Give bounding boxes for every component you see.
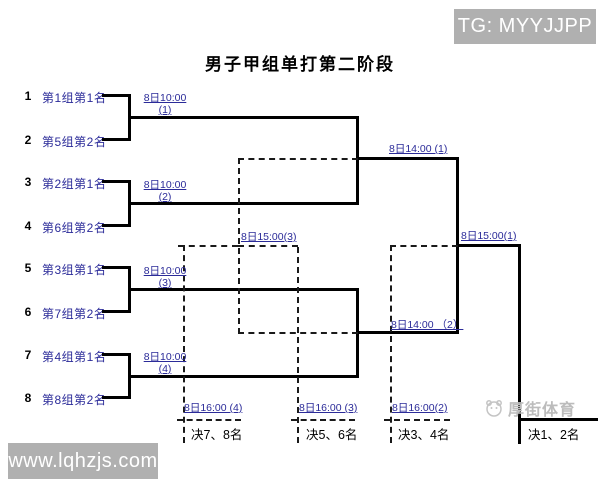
entry-seed: 7 <box>24 348 32 362</box>
page-title: 男子甲组单打第二阶段 <box>205 55 395 74</box>
bracket-line <box>128 288 358 291</box>
bracket-line <box>356 116 359 205</box>
entry-name: 第1组第1名 <box>42 91 107 105</box>
place34-time-label[interactable]: 8日16:00(2) <box>392 402 448 414</box>
dashed-line <box>177 419 241 421</box>
bracket-line <box>128 116 358 119</box>
tg-watermark-badge: TG: MYYJJPP <box>454 9 596 44</box>
bracket-line <box>102 180 130 183</box>
semifinal1-time-label[interactable]: 8日14:00 (1) <box>389 143 448 155</box>
match-time: 8日10:00 <box>143 265 187 277</box>
bracket-line <box>102 224 130 227</box>
entry-name: 第4组第1名 <box>42 350 107 364</box>
dashed-line <box>178 245 238 247</box>
watermark-logo: 厚街体育 <box>484 396 576 420</box>
panda-face-icon <box>486 400 502 417</box>
entry-seed: 1 <box>24 89 32 103</box>
bracket-line <box>356 157 458 160</box>
place-3-4-label: 决3、4名 <box>398 428 450 442</box>
entry-name: 第6组第2名 <box>42 221 107 235</box>
match-time: 8日10:00 <box>143 179 187 191</box>
place78-time-label[interactable]: 8日16:00 (4) <box>184 402 243 414</box>
dashed-line <box>238 158 358 160</box>
match-number: (3) <box>158 277 172 289</box>
dashed-line <box>384 419 450 421</box>
match-number: (4) <box>158 363 172 375</box>
match2-time-label[interactable]: 8日10:00 (2) <box>136 179 194 203</box>
dashed-line <box>390 245 392 443</box>
entry-name: 第7组第2名 <box>42 307 107 321</box>
bracket-line <box>102 266 130 269</box>
entry-name: 第8组第2名 <box>42 393 107 407</box>
match-time: 8日10:00 <box>143 92 187 104</box>
dashed-line <box>238 245 298 247</box>
bracket-line <box>128 375 358 378</box>
bracket-line <box>518 244 521 444</box>
bracket-line <box>102 138 130 141</box>
entry-name: 第2组第1名 <box>42 177 107 191</box>
entry-seed: 2 <box>24 133 32 147</box>
dashed-line <box>297 247 299 443</box>
match-number: (1) <box>158 104 172 116</box>
entry-name: 第3组第1名 <box>42 263 107 277</box>
consolation-time-label[interactable]: 8日15:00(3) <box>241 231 297 243</box>
bracket-line <box>102 353 130 356</box>
match3-time-label[interactable]: 8日10:00 (3) <box>136 265 194 289</box>
entry-seed: 6 <box>24 305 32 319</box>
match4-time-label[interactable]: 8日10:00 (4) <box>136 351 194 375</box>
entry-seed: 5 <box>24 261 32 275</box>
dashed-line <box>183 245 185 443</box>
site-url-badge: www.lqhzjs.com <box>8 443 158 479</box>
place-1-2-label: 决1、2名 <box>528 428 580 442</box>
watermark-text: 厚街体育 <box>508 402 577 419</box>
entry-seed: 3 <box>24 175 32 189</box>
place-5-6-label: 决5、6名 <box>306 428 358 442</box>
dashed-line <box>291 419 355 421</box>
bracket-line <box>102 396 130 399</box>
bracket-line <box>456 244 520 247</box>
place56-time-label[interactable]: 8日16:00 (3) <box>299 402 358 414</box>
bracket-line <box>128 202 358 205</box>
match1-time-label[interactable]: 8日10:00 (1) <box>136 92 194 116</box>
place-7-8-label: 决7、8名 <box>191 428 243 442</box>
final-time-label[interactable]: 8日15:00(1) <box>461 230 517 242</box>
bracket-line <box>102 94 130 97</box>
bracket-line <box>356 331 458 334</box>
match-number: (2) <box>158 191 172 203</box>
entry-name: 第5组第2名 <box>42 135 107 149</box>
bracket-line <box>102 310 130 313</box>
bracket-line <box>518 418 598 421</box>
entry-seed: 8 <box>24 391 32 405</box>
match-time: 8日10:00 <box>143 351 187 363</box>
dashed-line <box>390 245 458 247</box>
semifinal2-time-label[interactable]: 8日14:00 （2） <box>391 319 464 331</box>
entry-seed: 4 <box>24 219 32 233</box>
